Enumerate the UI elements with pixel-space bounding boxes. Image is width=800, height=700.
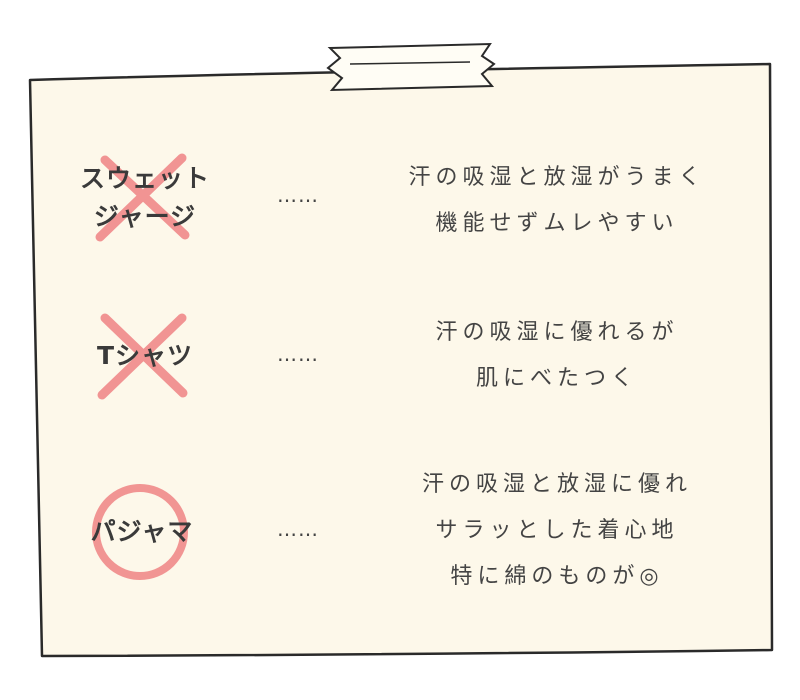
item-description: 汗の吸湿と放湿に優れ サラッとした着心地 特に綿のものが◎	[357, 462, 757, 600]
desc-line: 汗の吸湿に優れるが	[435, 320, 679, 345]
label-line: パジャマ	[90, 517, 194, 546]
separator: ……	[277, 342, 319, 366]
desc-line: 汗の吸湿と放湿に優れ	[421, 472, 692, 497]
item-label-pajama: パジャマ	[62, 513, 222, 551]
separator: ……	[277, 517, 319, 541]
desc-line: 特に綿のものが◎	[450, 564, 664, 589]
label-line: Tシャツ	[96, 341, 194, 370]
desc-line: 機能せずムレやすい	[435, 211, 679, 236]
separator: ……	[277, 183, 319, 207]
desc-line: 肌にべたつく	[475, 366, 638, 391]
label-line: ジャージ	[93, 202, 197, 231]
item-description: 汗の吸湿に優れるが 肌にべたつく	[357, 310, 757, 402]
label-line: スウェット	[79, 164, 210, 193]
desc-line: サラッとした着心地	[435, 518, 679, 543]
item-description: 汗の吸湿と放湿がうまく 機能せずムレやすい	[357, 155, 757, 247]
item-label-sweat: スウェット ジャージ	[65, 160, 225, 236]
tape-icon	[326, 42, 496, 92]
cross-icon	[97, 313, 188, 400]
item-label-tshirt: Tシャツ	[65, 337, 225, 375]
cross-icon	[95, 153, 190, 242]
desc-line: 汗の吸湿と放湿がうまく	[408, 165, 706, 190]
circle-icon	[92, 484, 188, 580]
